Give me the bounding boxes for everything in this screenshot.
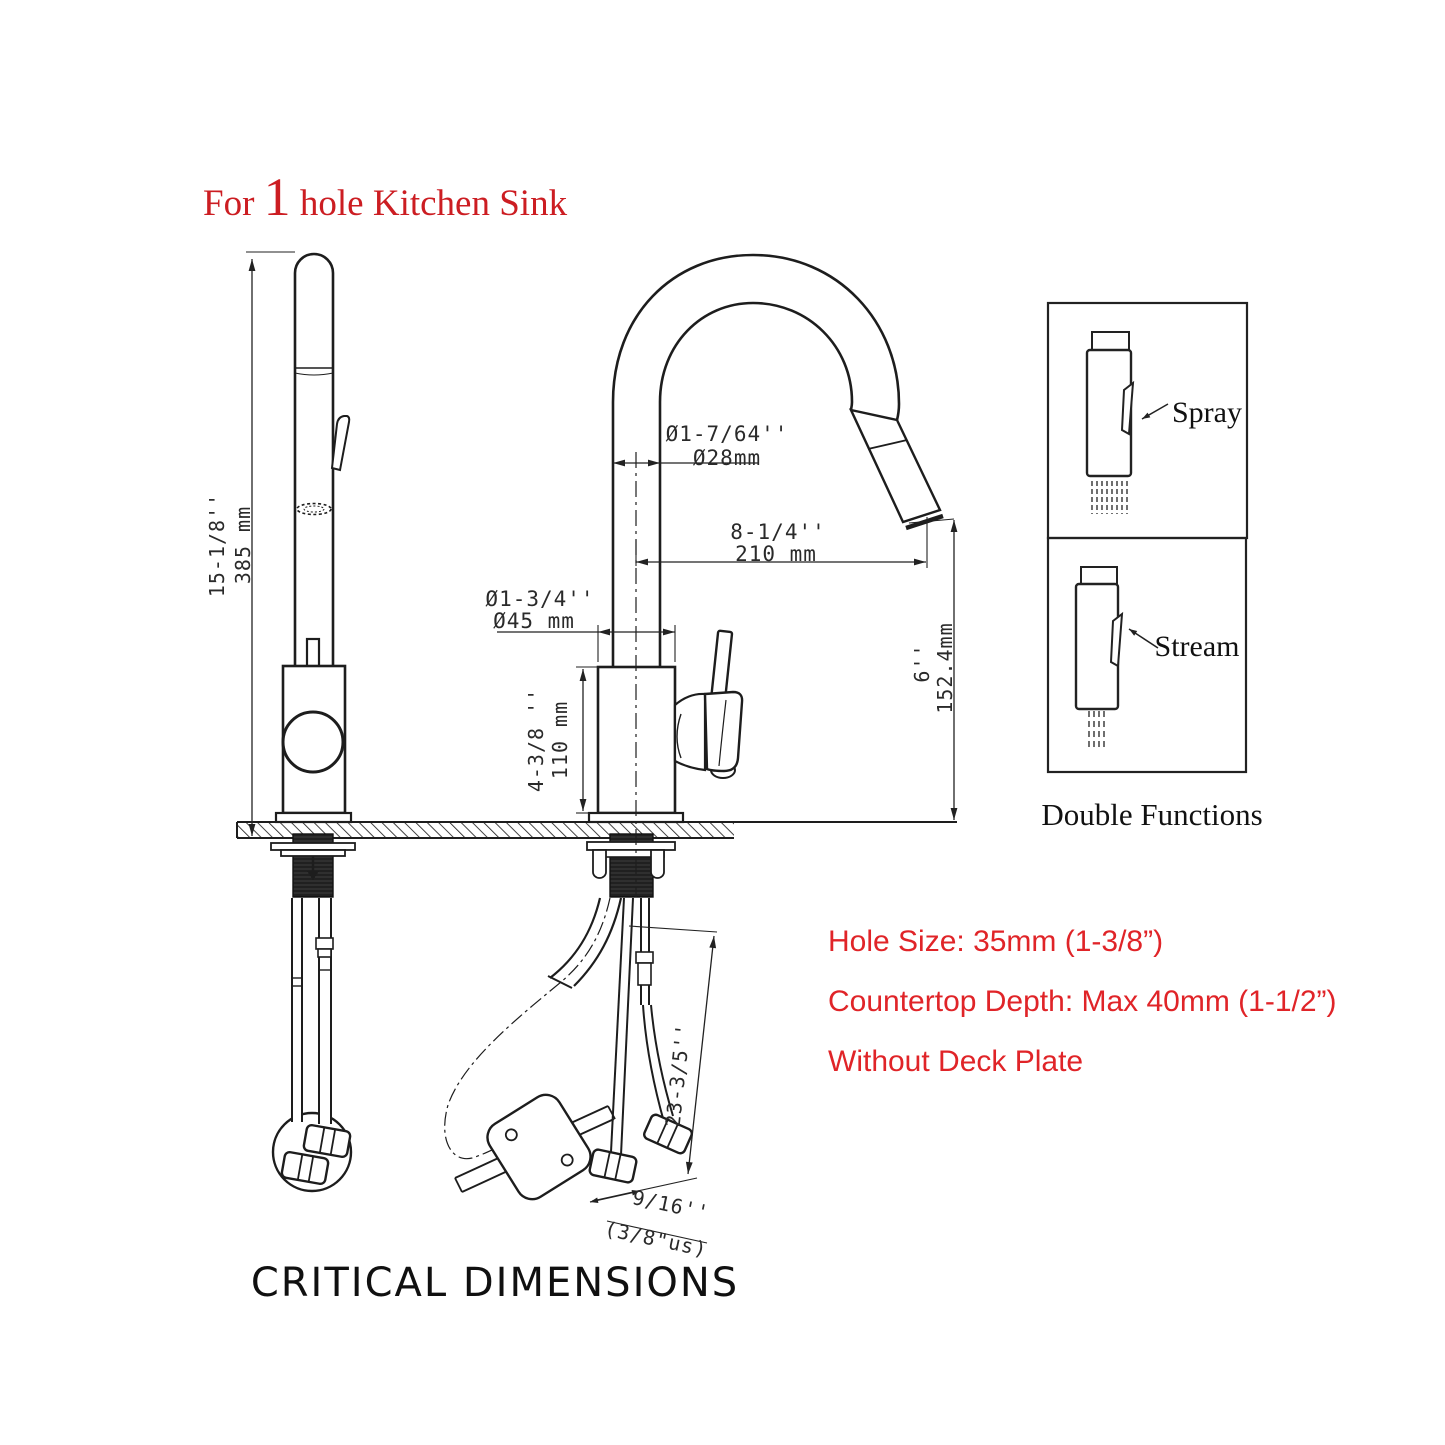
stream-leader-arrow (1128, 628, 1159, 649)
stream-box (1046, 536, 1248, 774)
functions-panel (1046, 301, 1249, 774)
hose-nut (280, 1150, 330, 1186)
dim-outlet-height-mm: 152.4mm (933, 622, 957, 714)
note-countertop-depth: Countertop Depth: Max 40mm (1-1/2”) (828, 985, 1337, 1018)
note-deck-plate: Without Deck Plate (828, 1045, 1084, 1078)
dim-body-diameter-in: Ø1-3/4'' (485, 587, 595, 611)
hose-weight (486, 1093, 592, 1201)
pulldown-spray-head (848, 408, 944, 531)
dim-base-height-mm: 110 mm (548, 700, 572, 780)
stream-label: Stream (1154, 630, 1240, 663)
dim-spout-reach-mm: 210 mm (735, 542, 817, 566)
faucet-handle (673, 629, 744, 779)
title-suffix: hole Kitchen Sink (290, 183, 568, 224)
dim-overall-height-mm: 385 mm (231, 505, 255, 585)
main-view-faucet (444, 253, 944, 1201)
dim-spout-reach-in: 8-1/4'' (730, 520, 826, 544)
dim-overall-height-in: 15-1/8'' (205, 492, 229, 598)
title-prefix: For (203, 183, 264, 224)
footer-caption: CRITICAL DIMENSIONS (250, 1260, 740, 1306)
spray-label: Spray (1172, 396, 1242, 429)
hose-nut (588, 1148, 638, 1184)
left-view-faucet (270, 252, 356, 1193)
stream-head-icon (1074, 566, 1159, 749)
dim-outlet-height-in: 6'' (910, 643, 934, 683)
dim-spout-diameter-in: Ø1-7/64'' (665, 422, 789, 446)
functions-caption: Double Functions (1041, 797, 1263, 832)
dimension-lines (246, 251, 958, 1244)
dim-base-height-in: 4-3/8 '' (524, 687, 548, 793)
dim-body-diameter-mm: Ø45 mm (493, 609, 575, 633)
title-hole-number: 1 (263, 167, 291, 227)
hose-nut (302, 1123, 352, 1159)
spray-leader-arrow (1141, 403, 1169, 420)
page-title: For 1 hole Kitchen Sink (203, 170, 567, 224)
dim-spout-diameter-mm: Ø28mm (692, 446, 762, 470)
note-hole-size: Hole Size: 35mm (1-3/8”) (828, 925, 1164, 958)
countertop (236, 821, 957, 839)
spray-head-icon (1085, 331, 1169, 514)
